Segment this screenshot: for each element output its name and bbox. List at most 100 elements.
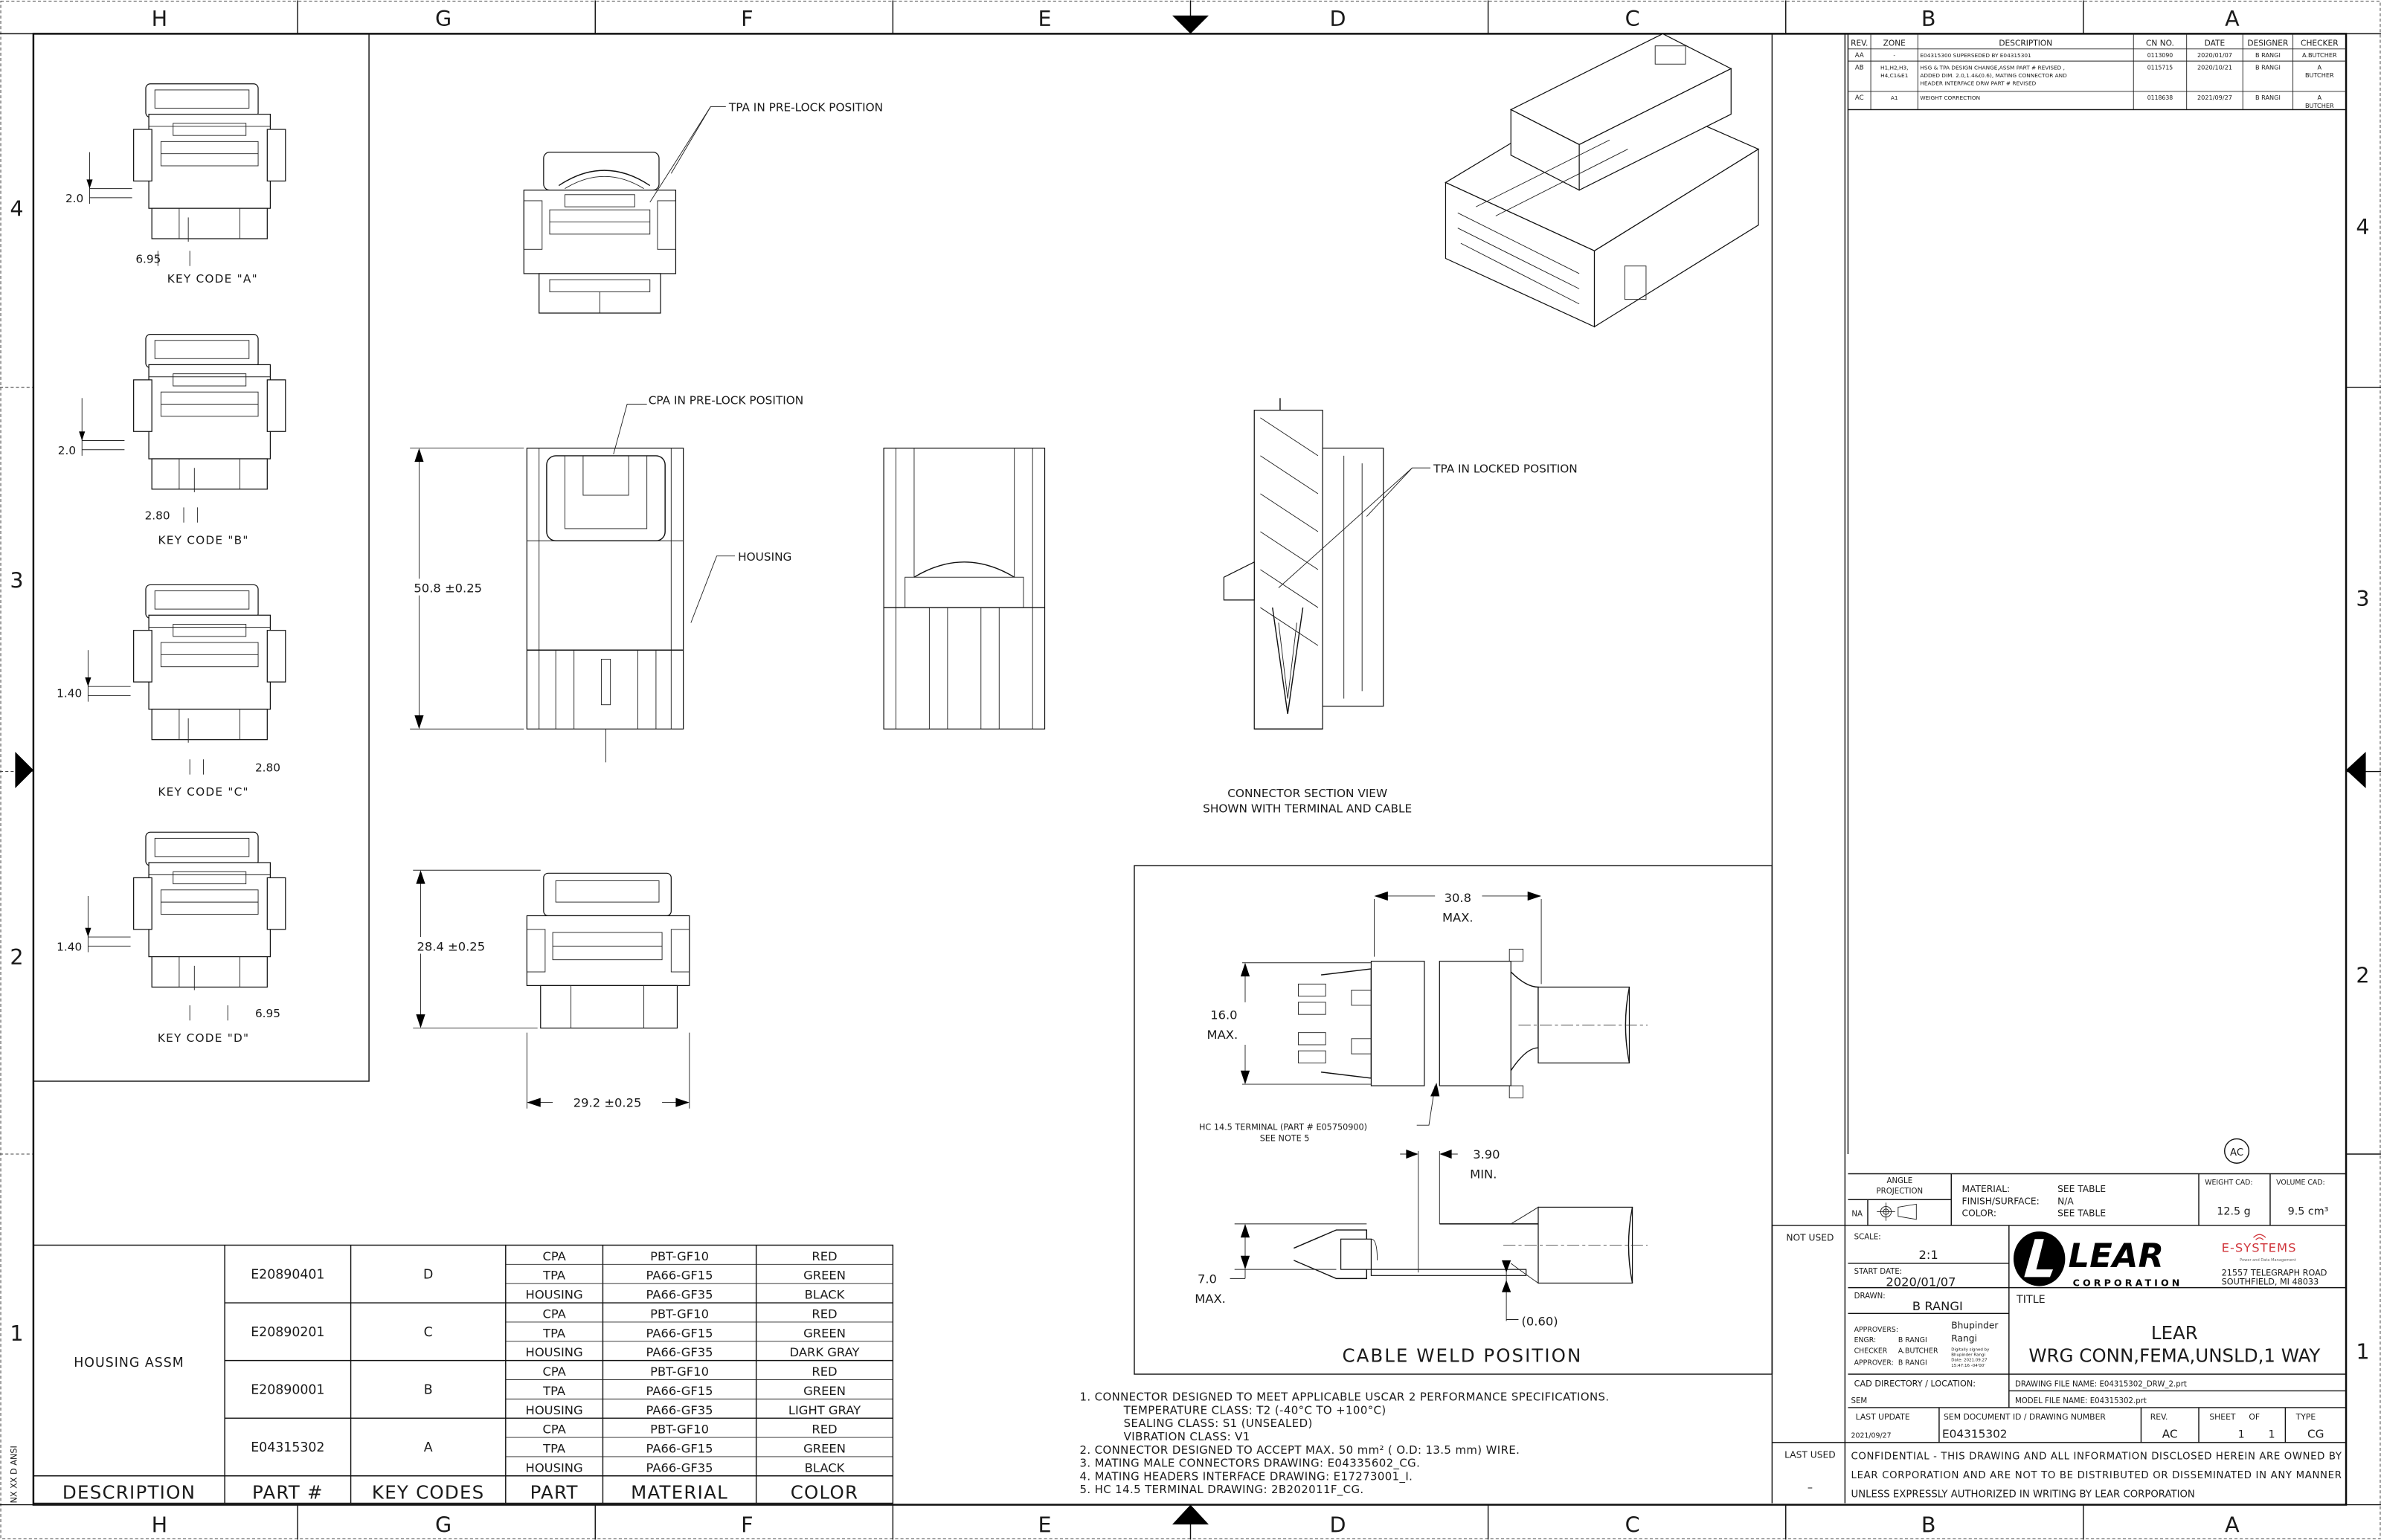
parts-table-header: PART <box>530 1481 579 1503</box>
key-code-view <box>133 831 286 990</box>
material-value: SEE TABLE <box>2057 1184 2106 1194</box>
digital-signature-name: Bhupinder <box>1951 1321 1999 1331</box>
key-code-label: KEY CODE "D" <box>158 1031 249 1045</box>
component-material: PA66-GF15 <box>646 1441 713 1455</box>
cable-weld-height-note: MAX. <box>1207 1028 1238 1042</box>
revision-id: AB <box>1855 64 1864 71</box>
zone-row-label-right: 2 <box>2356 962 2369 988</box>
component-part: HOUSING <box>526 1460 583 1475</box>
key-code-view <box>133 584 286 743</box>
revision-zone: H1,H2,H3, <box>1880 64 1909 71</box>
drawn-value: B RANGI <box>1912 1299 1963 1313</box>
material-label: MATERIAL: <box>1962 1184 2011 1194</box>
zone-column-label-bottom: F <box>741 1512 753 1537</box>
component-part: CPA <box>542 1307 566 1321</box>
part-number: E20890001 <box>251 1383 324 1398</box>
color-label: COLOR: <box>1962 1208 1996 1219</box>
revision-designer: B RANGI <box>2255 63 2281 71</box>
cable-weld-width-note: MAX. <box>1442 911 1474 925</box>
revision-marker-label: AC <box>2230 1147 2243 1159</box>
start-date-value: 2020/01/07 <box>1886 1275 1956 1289</box>
component-material: PA66-GF35 <box>646 1460 713 1475</box>
third-angle-projection-icon <box>1877 1202 1917 1221</box>
checker-label: CHECKER <box>1854 1347 1888 1355</box>
key-code-dimension-a: 2.0 <box>58 444 76 457</box>
revision-date: 2020/10/21 <box>2197 63 2232 71</box>
key-code: A <box>424 1440 433 1455</box>
weight-label: WEIGHT CAD: <box>2205 1179 2252 1187</box>
connector-section-view <box>1223 398 1384 730</box>
revision-cn-number: 0118638 <box>2147 94 2173 101</box>
confidentiality-notice: LEAR CORPORATION AND ARE NOT TO BE DISTR… <box>1851 1470 2342 1481</box>
cable-weld-panel <box>1134 865 1773 1375</box>
cable-weld-thickness-note: MAX. <box>1195 1292 1226 1306</box>
component-color: RED <box>812 1423 837 1437</box>
start-date-label: START DATE: <box>1854 1268 1903 1276</box>
scale-value: 2:1 <box>1919 1248 1938 1262</box>
zone-row-label-right: 3 <box>2356 586 2369 611</box>
lear-logo: LEAR CORPORATION <box>2013 1231 2179 1289</box>
component-material: PA66-GF35 <box>646 1345 713 1359</box>
cable-weld-gap: 3.90 <box>1473 1147 1500 1162</box>
revision-table-header: CHECKER <box>2301 39 2339 48</box>
component-part: TPA <box>542 1269 566 1283</box>
key-code: C <box>424 1325 433 1340</box>
zone-column-label-top: G <box>435 6 452 31</box>
zone-column-label-bottom: D <box>1330 1512 1346 1537</box>
note-line: 5. HC 14.5 TERMINAL DRAWING: 2B202011F_C… <box>1079 1483 1363 1496</box>
revision-checker: BUTCHER <box>2305 71 2334 79</box>
cable-weld-top-view <box>1297 948 1648 1098</box>
zone-column-label-top: D <box>1330 6 1346 31</box>
bottom-dimensions <box>394 869 690 1110</box>
key-code-dimension-b: 6.95 <box>135 253 161 266</box>
zone-column-label-bottom: B <box>1921 1512 1936 1537</box>
zone-column-label-bottom: H <box>152 1512 168 1537</box>
centering-mark-top <box>1172 15 1209 34</box>
zone-column-label-bottom: C <box>1625 1512 1640 1537</box>
note-line: VIBRATION CLASS: V1 <box>1124 1430 1250 1443</box>
engr-label: ENGR: <box>1854 1336 1877 1344</box>
revision-checker: A.BUTCHER <box>2302 51 2337 59</box>
revision-id: AC <box>1855 94 1864 102</box>
revision-description: HSG & TPA DESIGN CHANGE,ASSM PART # REVI… <box>1920 64 2065 71</box>
tpa-prelock-callout: TPA IN PRE-LOCK POSITION <box>728 101 883 115</box>
drawing-title: WRG CONN,FEMA,UNSLD,1 WAY <box>2028 1345 2320 1367</box>
note-line: 1. CONNECTOR DESIGNED TO MEET APPLICABLE… <box>1079 1391 1609 1404</box>
revision-description: ADDED DIM. 2.0,1.4&(0.6), MATING CONNECT… <box>1920 72 2067 79</box>
revision-zone: A1 <box>1891 94 1898 101</box>
key-code-dimension-b: 2.80 <box>255 761 280 775</box>
revision-zone: H4,C1&E1 <box>1880 72 1908 79</box>
revision-description: HEADER INTERFACE DRW PART # REVISED <box>1920 80 2036 87</box>
revision-table-header: DATE <box>2205 39 2226 48</box>
general-notes: 1. CONNECTOR DESIGNED TO MEET APPLICABLE… <box>1079 1391 1609 1496</box>
cable-weld-offset: (0.60) <box>1522 1315 1558 1329</box>
component-color: GREEN <box>803 1384 846 1398</box>
component-color: DARK GRAY <box>790 1345 860 1359</box>
cad-directory-label: CAD DIRECTORY / LOCATION: <box>1854 1379 1976 1388</box>
revision-id: AA <box>1855 52 1864 59</box>
revision-table-header: CN NO. <box>2146 39 2174 48</box>
revision-zone: - <box>1893 52 1895 59</box>
approvers-label: APPROVERS: <box>1854 1326 1898 1334</box>
front-height-dimension <box>393 448 524 729</box>
component-color: RED <box>812 1365 837 1379</box>
component-material: PA66-GF15 <box>646 1269 713 1283</box>
revision-designer: B RANGI <box>2255 94 2281 101</box>
rev-label: REV. <box>2150 1412 2168 1422</box>
component-material: PBT-GF10 <box>650 1423 709 1437</box>
last-update-label: LAST UPDATE <box>1856 1412 1910 1422</box>
digital-signature-detail: Digitally signed by <box>1951 1347 1990 1352</box>
e-systems-logo: E-SYSTEMS Power and Data Management <box>2222 1234 2297 1263</box>
e-systems-logo-text: E-SYSTEMS <box>2222 1241 2297 1255</box>
revision-date: 2021/09/27 <box>2197 94 2232 101</box>
company-address: SOUTHFIELD, MI 48033 <box>2222 1278 2319 1287</box>
cable-weld-width: 30.8 <box>1445 891 1471 905</box>
weight-value: 12.5 g <box>2217 1206 2250 1218</box>
revision-checker: A <box>2318 94 2322 101</box>
scale-label: SCALE: <box>1854 1233 1881 1241</box>
component-color: GREEN <box>803 1269 846 1283</box>
